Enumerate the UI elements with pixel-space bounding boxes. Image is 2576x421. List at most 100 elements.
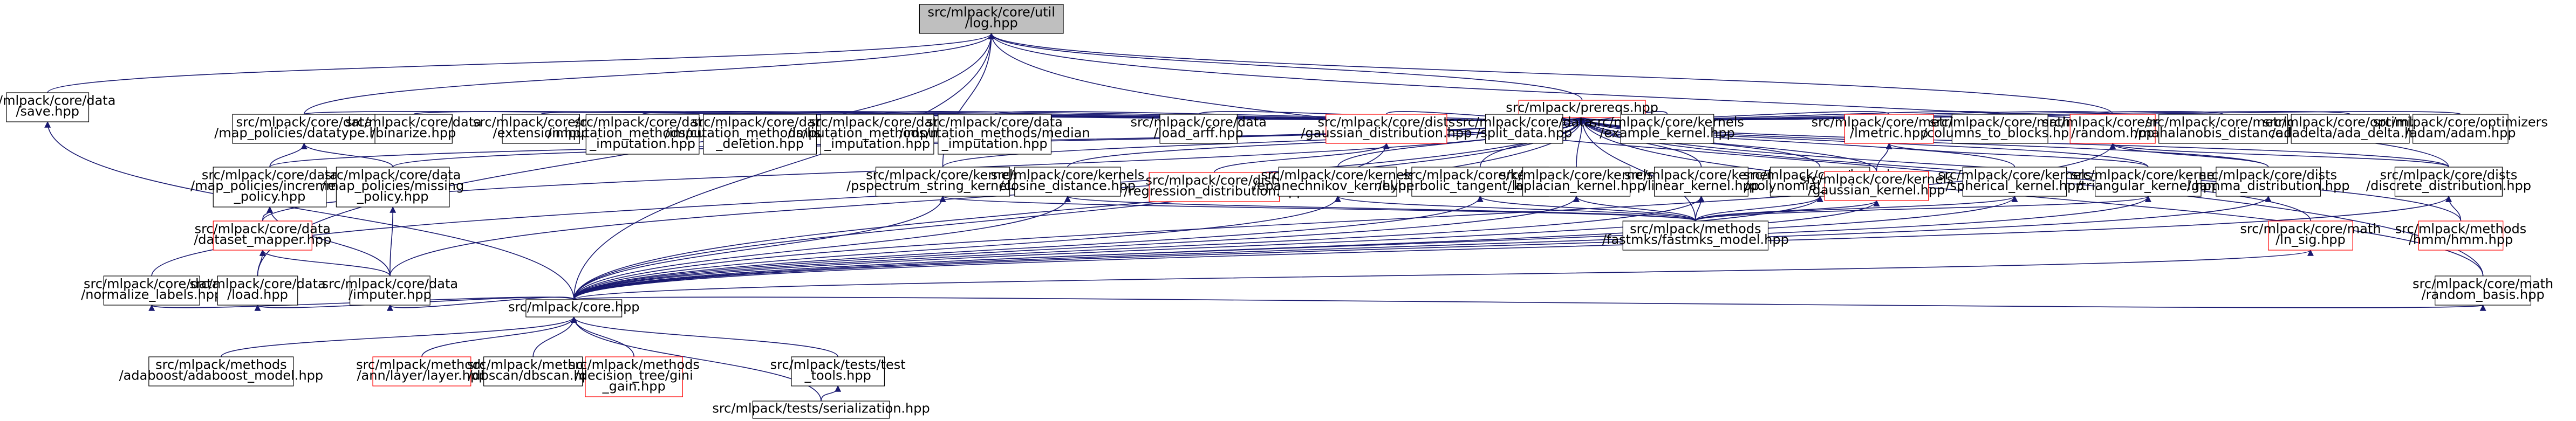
file-node-label: src/mlpack/core/data <box>189 277 325 292</box>
file-node-col2blocks[interactable]: src/mlpack/core/math/columns_to_blocks.h… <box>1923 114 2078 144</box>
file-node-label: _imputation.hpp <box>824 136 930 151</box>
file-node-mean-imp[interactable]: src/mlpack/core/data/imputation_methods/… <box>788 114 967 155</box>
file-node-label: src/mlpack/core/kernels <box>1938 168 2092 183</box>
file-node-load-arff[interactable]: src/mlpack/core/data/load_arff.hpp <box>1130 114 1267 144</box>
file-node-label: src/mlpack/core/kernels <box>991 168 1145 183</box>
file-node-load[interactable]: src/mlpack/core/data/load.hpp <box>189 275 326 306</box>
file-node-label: /extension.hpp <box>493 126 589 141</box>
file-node-label: /load.hpp <box>227 287 288 302</box>
dependency-edge <box>257 249 266 277</box>
dependency-edge <box>1064 195 1696 222</box>
dependency-edge <box>1695 195 2151 222</box>
file-node-core[interactable]: src/mlpack/core.hpp <box>508 299 640 318</box>
file-node-imputer[interactable]: src/mlpack/core/data/imputer.hpp <box>322 275 458 306</box>
file-node-label: src/mlpack/core/data <box>84 277 220 292</box>
dependency-edge <box>573 195 1484 300</box>
file-node-test-tools[interactable]: src/mlpack/tests/test_tools.hpp <box>770 356 906 387</box>
dependency-edge <box>573 195 2018 300</box>
file-node-label: /binarize.hpp <box>371 126 456 141</box>
file-node-root[interactable]: src/mlpack/core/util/log.hpp <box>919 4 1064 34</box>
file-node-binarize[interactable]: src/mlpack/core/data/binarize.hpp <box>345 114 482 144</box>
file-node-label: /ln_sig.hpp <box>2276 232 2346 247</box>
file-node-label: /ann/layer/layer.hpp <box>357 368 487 383</box>
file-node-label: src/mlpack/core/kernels <box>1624 168 1778 183</box>
file-node-label: src/mlpack/methods <box>467 357 598 372</box>
file-node-regression[interactable]: src/mlpack/core/dists/regression_distrib… <box>1124 172 1304 202</box>
file-node-label: /adaboost/adaboost_model.hpp <box>119 368 324 383</box>
file-node-label: src/mlpack/core/data <box>1130 115 1266 130</box>
file-node-adaboost[interactable]: src/mlpack/methods/adaboost/adaboost_mod… <box>119 356 324 387</box>
file-node-label: src/mlpack/core/util <box>928 5 1055 20</box>
file-node-normalize[interactable]: src/mlpack/core/data/normalize_labels.hp… <box>81 275 222 306</box>
file-node-random-basis[interactable]: src/mlpack/core/math/random_basis.hpp <box>2413 275 2553 306</box>
file-node-label: src/mlpack/core/optimizers <box>2373 115 2548 130</box>
file-node-label: _imputation.hpp <box>589 136 695 151</box>
file-node-custom-imp[interactable]: src/mlpack/core/data/imputation_methods/… <box>548 114 737 155</box>
file-node-box <box>1325 114 1447 144</box>
file-node-label: /dataset_mapper.hpp <box>194 232 331 247</box>
file-node-box <box>148 356 294 387</box>
file-node-spherical[interactable]: src/mlpack/core/kernels/spherical_kernel… <box>1938 167 2092 197</box>
file-node-box <box>2394 167 2503 197</box>
nodes-layer: src/mlpack/core/util/log.hppsrc/mlpack/c… <box>0 4 2553 419</box>
file-node-gamma[interactable]: src/mlpack/core/dists/gamma_distribution… <box>2187 167 2350 197</box>
file-node-label: /gamma_distribution.hpp <box>2187 178 2350 194</box>
file-node-laplacian[interactable]: src/mlpack/core/kernels/laplacian_kernel… <box>1500 167 1653 197</box>
file-node-box <box>502 114 580 144</box>
file-node-lmetric[interactable]: src/mlpack/core/metrics/lmetric.hpp <box>1812 114 1967 144</box>
file-node-box <box>103 275 200 306</box>
file-node-pspectrum[interactable]: src/mlpack/core/kernels/pspectrum_string… <box>846 167 1039 197</box>
file-node-label: src/mlpack/methods <box>2395 222 2526 237</box>
file-node-linear-k[interactable]: src/mlpack/core/kernels/linear_kernel.hp… <box>1624 167 1778 197</box>
file-node-gauss-dist[interactable]: src/mlpack/core/dists/gaussian_distribut… <box>1301 114 1472 144</box>
dependency-edge <box>570 316 838 357</box>
file-node-mahal[interactable]: src/mlpack/core/metrics/mahalanobis_dist… <box>2135 114 2312 144</box>
file-node-box <box>2418 220 2504 251</box>
file-node-label: src/mlpack/core/optimizers <box>2263 115 2437 130</box>
file-node-label: /random_basis.hpp <box>2422 287 2545 302</box>
file-node-label: src/mlpack/tests/serialization.hpp <box>712 401 930 416</box>
file-node-increment[interactable]: src/mlpack/core/data/map_policies/increm… <box>190 167 349 208</box>
file-node-hmm[interactable]: src/mlpack/methods/hmm/hmm.hpp <box>2395 220 2526 251</box>
file-node-box <box>1485 114 1563 144</box>
file-node-missing[interactable]: src/mlpack/core/data/map_policies/missin… <box>322 167 464 208</box>
file-node-label: _gain.hpp <box>602 379 666 394</box>
dependency-edge <box>532 316 577 357</box>
file-node-gauss-k[interactable]: src/mlpack/core/kernels/gaussian_kernel.… <box>1800 171 1953 201</box>
file-node-label: src/mlpack/core/data <box>236 115 372 130</box>
file-node-ln-sig[interactable]: src/mlpack/core/math/ln_sig.hpp <box>2240 220 2381 251</box>
file-node-triangular[interactable]: src/mlpack/core/kernels/triangular_kerne… <box>2071 167 2225 197</box>
file-node-box <box>820 114 934 155</box>
file-node-box <box>938 114 1052 155</box>
file-node-adam[interactable]: src/mlpack/core/optimizers/adam/adam.hpp <box>2373 114 2548 144</box>
file-node-label: src/mlpack/core/data <box>195 222 331 237</box>
file-node-label: src/mlpack/core/data <box>575 115 710 130</box>
file-node-adadelta[interactable]: src/mlpack/core/optimizers/adadelta/ada_… <box>2263 114 2438 144</box>
file-node-median-imp[interactable]: src/mlpack/core/data/imputation_methods/… <box>899 114 1090 155</box>
file-node-fastmks[interactable]: src/mlpack/methods/fastmks/fastmks_model… <box>1602 220 1789 251</box>
dependency-edge <box>267 206 391 277</box>
dependency-edge <box>47 32 995 93</box>
file-node-datatype[interactable]: src/mlpack/core/data/map_policies/dataty… <box>214 114 394 144</box>
file-node-box <box>2069 114 2156 144</box>
file-node-dbscan[interactable]: src/mlpack/methods/dbscan/dbscan.hpp <box>467 356 599 387</box>
file-node-discrete[interactable]: src/mlpack/core/dists/discrete_distribut… <box>2366 167 2531 197</box>
file-node-dtree[interactable]: src/mlpack/methods/decision_tree/gini_ga… <box>568 356 700 397</box>
file-node-box <box>1149 172 1280 202</box>
file-node-ann[interactable]: src/mlpack/methods/ann/layer/layer.hpp <box>356 356 488 387</box>
dependency-edge <box>940 195 1696 222</box>
file-node-label: /save.hpp <box>16 104 79 119</box>
dependency-edge <box>1337 116 1586 168</box>
file-node-dataset-mapper[interactable]: src/mlpack/core/data/dataset_mapper.hpp <box>194 220 331 251</box>
file-node-split-data[interactable]: src/mlpack/core/data/split_data.hpp <box>1456 114 1592 144</box>
file-node-epanechnikov[interactable]: src/mlpack/core/kernels/epanechnikov_ker… <box>1253 167 1423 197</box>
file-node-box <box>1622 220 1769 251</box>
file-node-label: /map_policies/datatype.hpp <box>214 126 394 141</box>
file-node-example-kernel[interactable]: src/mlpack/core/kernels/example_kernel.h… <box>1590 114 1744 144</box>
dependency-edge <box>1579 116 1877 172</box>
file-node-box <box>1522 167 1631 197</box>
file-node-cosine[interactable]: src/mlpack/core/kernels/cosine_distance.… <box>991 167 1145 197</box>
file-node-box <box>374 114 453 144</box>
file-node-data-save[interactable]: src/mlpack/core/data/save.hpp <box>0 92 115 122</box>
file-node-serialization[interactable]: src/mlpack/tests/serialization.hpp <box>712 401 930 419</box>
